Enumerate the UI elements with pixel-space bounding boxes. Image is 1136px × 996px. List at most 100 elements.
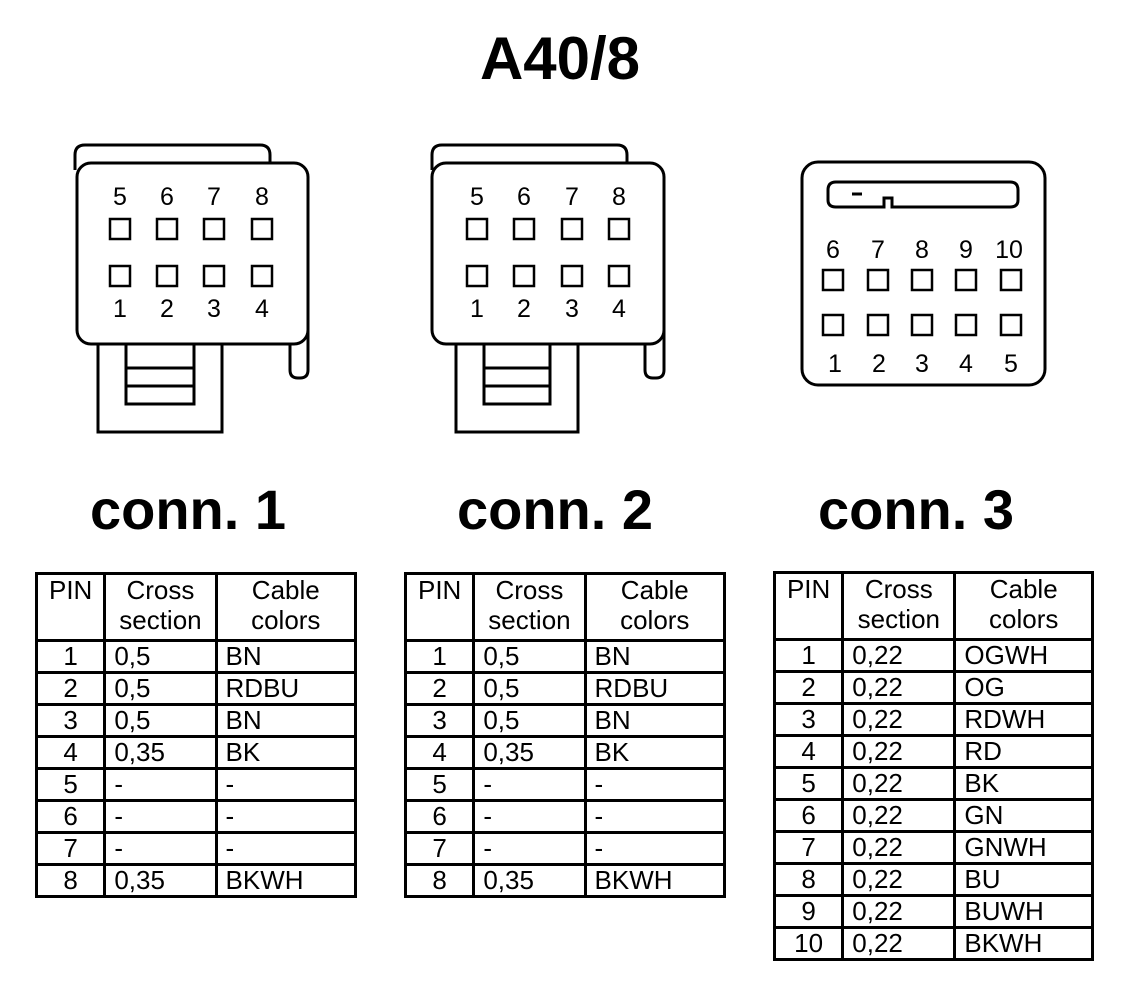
cross-section-cell: 0,22 <box>841 862 957 897</box>
cross-section-cell: 0,22 <box>841 830 957 865</box>
cross-section-cell: 0,35 <box>472 735 587 770</box>
pin-cell: 4 <box>772 734 845 769</box>
cable-color-cell: - <box>583 767 727 802</box>
connector-3-drawing <box>800 160 1047 387</box>
pin-cell: 6 <box>403 799 476 834</box>
pin-number: 3 <box>915 350 929 378</box>
pin-cell: 6 <box>34 799 107 834</box>
cable-color-cell: BN <box>583 703 727 738</box>
connector-drawings: 5 6 7 8 1 2 3 4 5 6 7 8 1 2 3 4 6 7 8 9 … <box>73 143 1047 434</box>
pin-number: 4 <box>959 350 973 378</box>
cable-color-cell: RDBU <box>583 671 727 706</box>
cross-section-cell: - <box>103 799 218 834</box>
cross-section-cell: 0,22 <box>841 734 957 769</box>
pin-number: 6 <box>826 236 840 264</box>
cross-section-cell: 0,22 <box>841 766 957 801</box>
cable-color-cell: BK <box>953 766 1094 801</box>
pin-cell: 5 <box>403 767 476 802</box>
table-row: 5-- <box>34 767 358 802</box>
pin-cell: 5 <box>772 766 845 801</box>
cross-section-cell: 0,22 <box>841 670 957 705</box>
pin-cell: 10 <box>772 926 845 961</box>
pin-number: 3 <box>565 295 579 323</box>
pin-number: 10 <box>995 236 1023 264</box>
pin-cell: 3 <box>772 702 845 737</box>
cross-section-cell: 0,5 <box>472 703 587 738</box>
pin-number: 4 <box>612 295 626 323</box>
pin-number: 5 <box>1004 350 1018 378</box>
cross-section-cell: 0,5 <box>472 671 587 706</box>
pin-cell: 8 <box>772 862 845 897</box>
cable-color-cell: RDBU <box>214 671 358 706</box>
cable-color-cell: OG <box>953 670 1094 705</box>
cable-color-cell: BKWH <box>953 926 1094 961</box>
pin-number: 4 <box>255 295 269 323</box>
cross-section-cell: 0,35 <box>103 735 218 770</box>
cable-color-cell: BKWH <box>214 863 358 898</box>
pin-number: 9 <box>959 236 973 264</box>
cable-color-cell: BN <box>214 703 358 738</box>
pin-cell: 6 <box>772 798 845 833</box>
connector-1-drawing <box>73 143 310 434</box>
cross-section-cell: 0,22 <box>841 926 957 961</box>
cross-section-cell: - <box>103 767 218 802</box>
cross-section-cell: 0,35 <box>472 863 587 898</box>
pin-number: 2 <box>160 295 174 323</box>
cable-color-cell: GN <box>953 798 1094 833</box>
cable-color-cell: BK <box>214 735 358 770</box>
pin-number: 5 <box>113 183 127 211</box>
cable-color-cell: BKWH <box>583 863 727 898</box>
pin-number: 7 <box>207 183 221 211</box>
cross-section-cell: 0,35 <box>103 863 218 898</box>
pin-number: 1 <box>828 350 842 378</box>
cross-section-cell: 0,5 <box>472 639 587 674</box>
cross-section-cell: 0,5 <box>103 703 218 738</box>
pin-cell: 4 <box>403 735 476 770</box>
pin-cell: 3 <box>403 703 476 738</box>
pin-cell: 2 <box>403 671 476 706</box>
cross-section-cell: 0,22 <box>841 894 957 929</box>
pin-cell: 4 <box>34 735 107 770</box>
diagram-title: A40/8 <box>479 25 641 92</box>
pin-number: 3 <box>207 295 221 323</box>
cable-color-cell: - <box>214 799 358 834</box>
cable-color-cell: RDWH <box>953 702 1094 737</box>
table-row: 7-- <box>34 831 358 866</box>
pin-cell: 2 <box>34 671 107 706</box>
cable-color-cell: BUWH <box>953 894 1094 929</box>
pin-number: 5 <box>470 183 484 211</box>
pin-cell: 8 <box>34 863 107 898</box>
pin-cell: 8 <box>403 863 476 898</box>
cable-color-cell: - <box>583 831 727 866</box>
cable-color-cell: BN <box>214 639 358 674</box>
connector-2-drawing <box>430 143 666 434</box>
cross-section-cell: 0,22 <box>841 638 957 673</box>
cross-section-cell: - <box>472 767 587 802</box>
connector-3-label: conn. 3 <box>817 478 1015 541</box>
cable-color-cell: BU <box>953 862 1094 897</box>
pin-number: 7 <box>871 236 885 264</box>
pin-cell: 1 <box>403 639 476 674</box>
cable-color-cell: - <box>214 831 358 866</box>
cable-color-cell: RD <box>953 734 1094 769</box>
pin-cell: 7 <box>772 830 845 865</box>
